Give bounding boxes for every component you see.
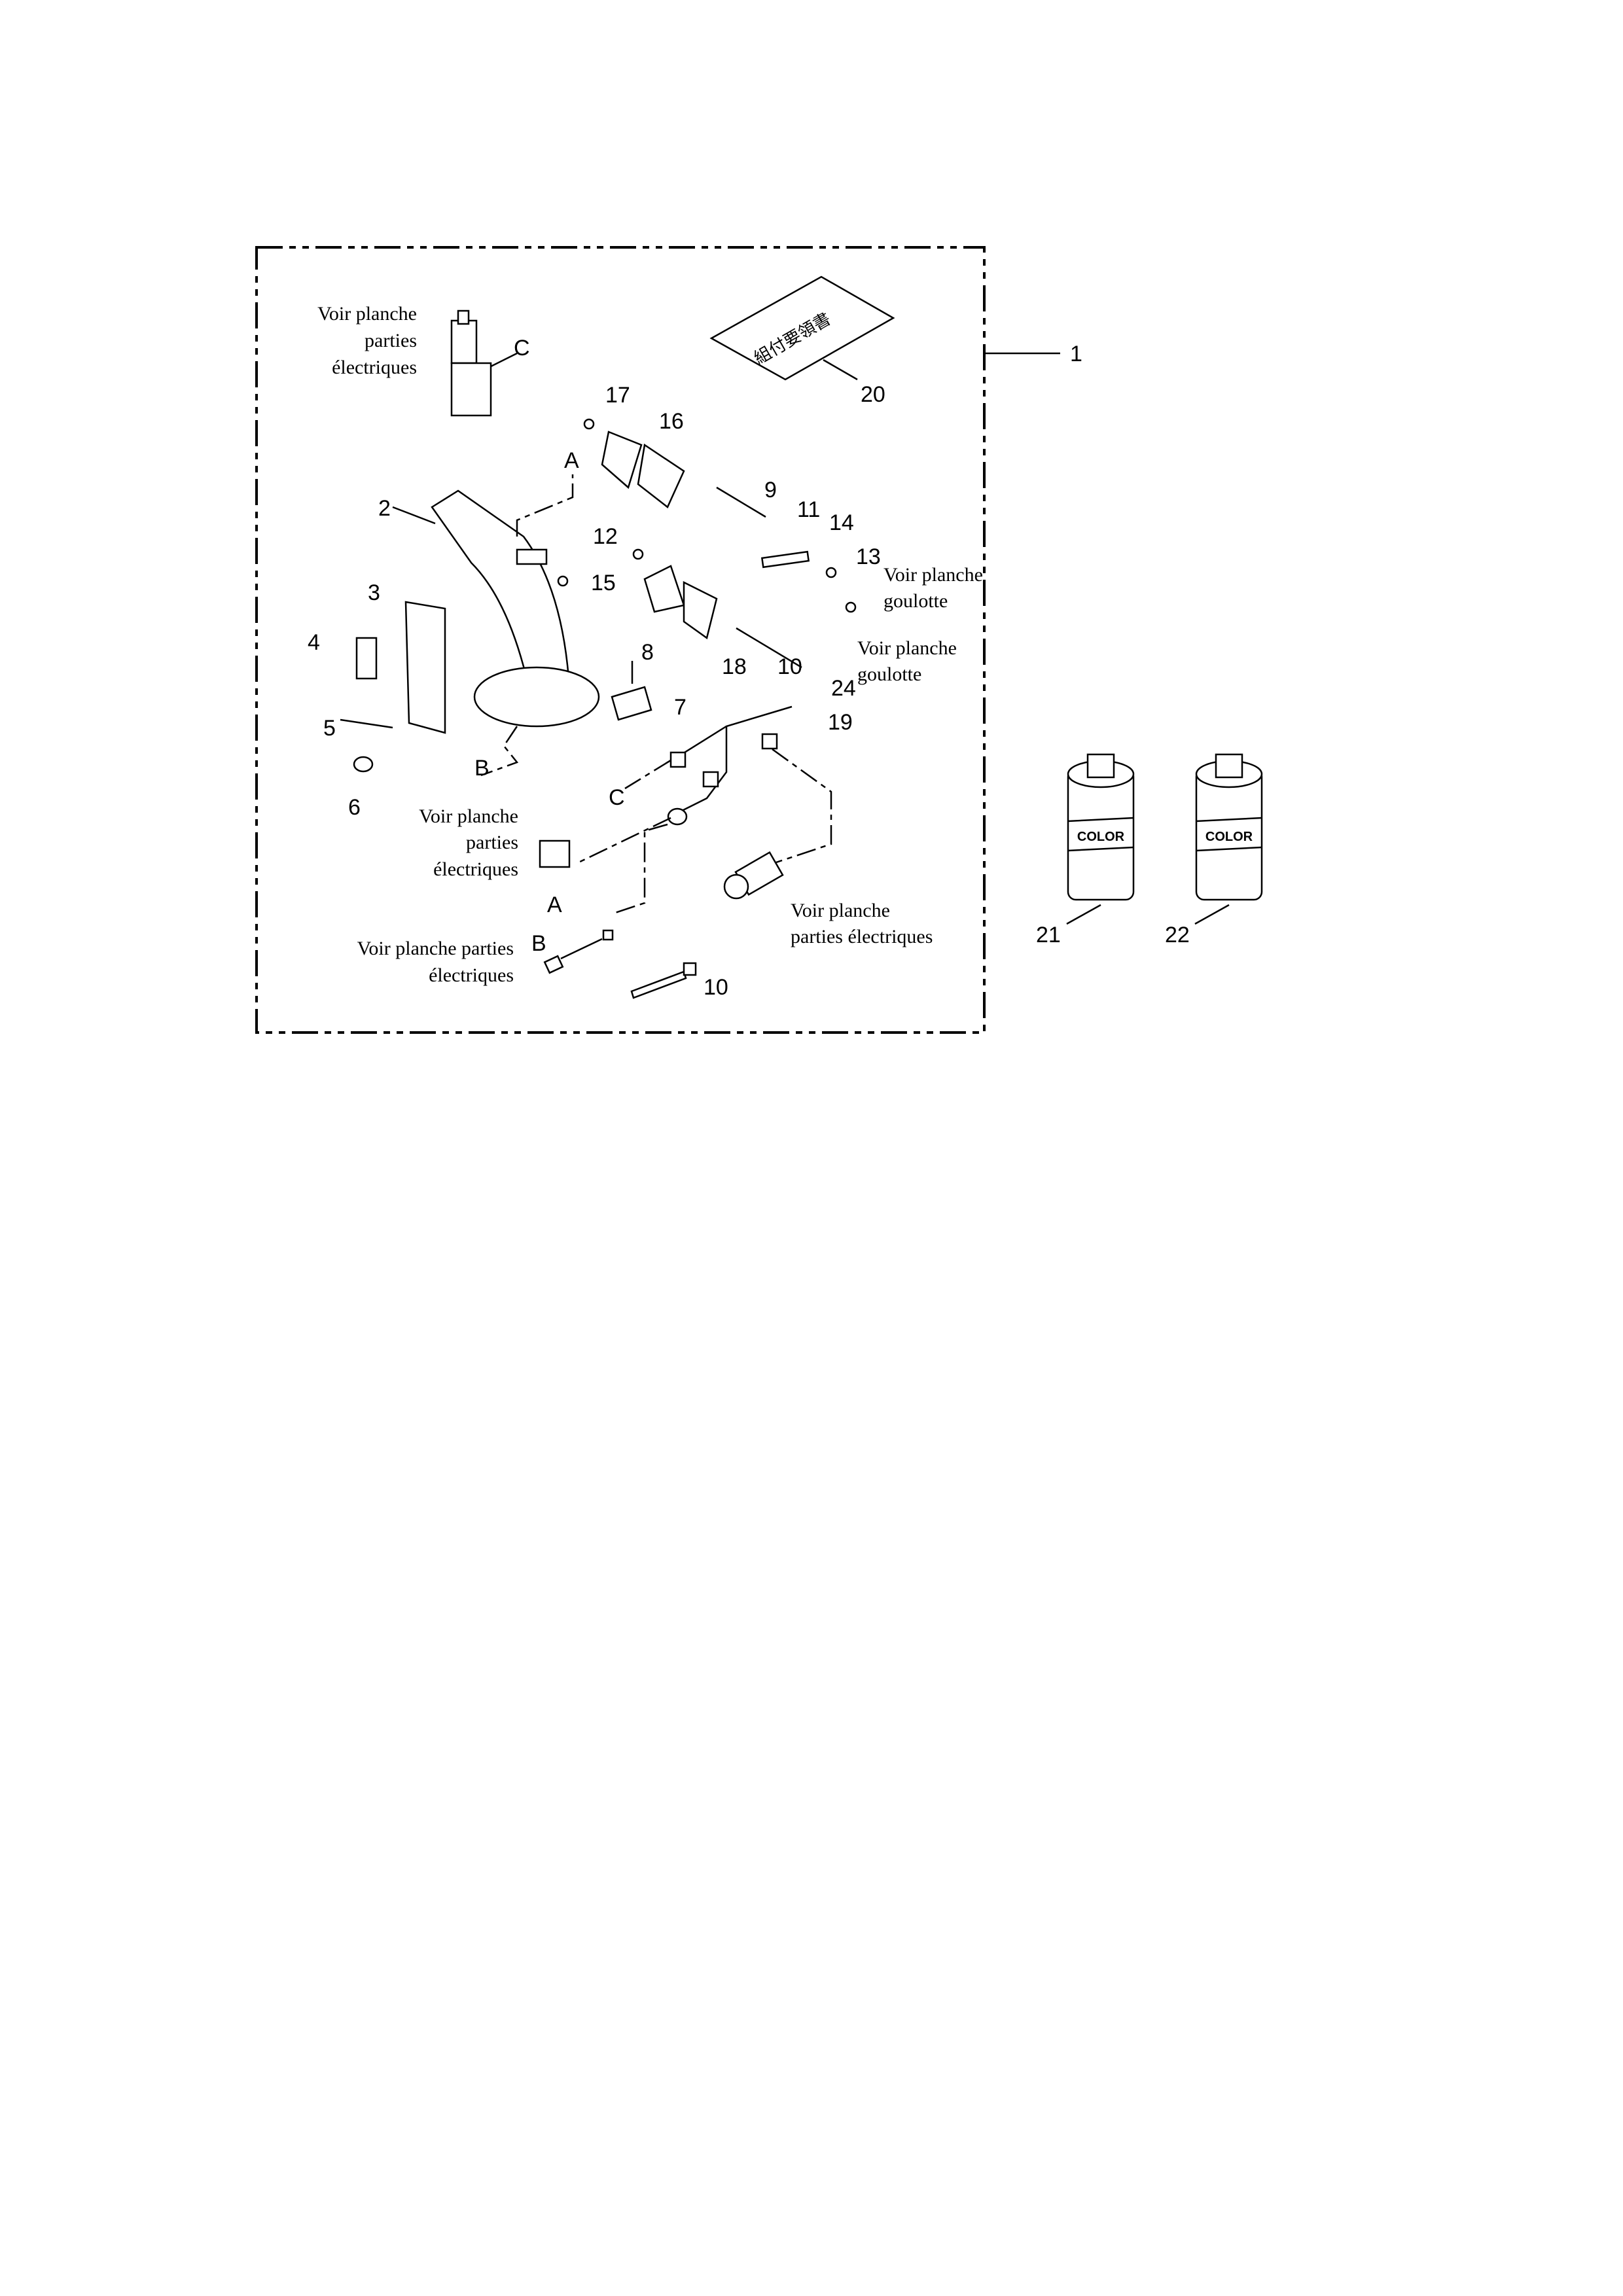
instruction-sheet: 組付要領書 xyxy=(709,275,895,381)
link-A-bottom xyxy=(575,817,671,865)
callout-10-bottom: 10 xyxy=(777,654,802,679)
callout-8: 8 xyxy=(641,640,654,665)
ref-electrical-bottom-right: Voir planche xyxy=(791,900,890,921)
callout-13: 13 xyxy=(856,544,881,569)
link-C xyxy=(624,759,671,790)
washer xyxy=(845,601,857,613)
callout-2: 2 xyxy=(378,496,391,521)
callout-17: 17 xyxy=(605,383,630,408)
ref-electrical-bottom-left-2: électriques xyxy=(429,964,514,986)
callout-22: 22 xyxy=(1165,923,1190,947)
connector-A-bottom: A xyxy=(547,892,562,917)
ref-electrical-bottom-left: Voir planche parties xyxy=(357,938,514,959)
can-21-label: COLOR xyxy=(1077,830,1125,844)
callout-21: 21 xyxy=(1036,923,1061,947)
callout-4: 4 xyxy=(308,630,320,655)
link-plate-14 xyxy=(760,550,810,569)
callout-24: 24 xyxy=(831,676,856,701)
cable-tie-19 xyxy=(630,962,697,999)
ref-electrical-top-left-2: parties xyxy=(365,330,417,351)
rod-10-bottom xyxy=(736,627,802,669)
ref-chute-2-2: goulotte xyxy=(857,663,921,685)
rod-10-top xyxy=(716,486,766,518)
paint-can-22 xyxy=(1194,753,1263,925)
link-A-top xyxy=(516,474,574,537)
wire-harness-18 xyxy=(667,705,793,826)
switch-part xyxy=(539,839,571,868)
ref-electrical-mid-left-2: parties xyxy=(466,832,518,853)
callout-5: 5 xyxy=(323,716,336,741)
callout-1: 1 xyxy=(1070,342,1082,366)
ref-chute-1-2: goulotte xyxy=(883,590,948,612)
deflector-9 xyxy=(643,565,718,640)
callout-16: 16 xyxy=(659,409,684,434)
nut-15 xyxy=(557,575,569,587)
can-22-label: COLOR xyxy=(1205,830,1253,844)
connector-B-top: B xyxy=(474,756,490,781)
bracket-7 xyxy=(611,686,652,721)
callout-18: 19 xyxy=(828,710,853,735)
deflector-16 xyxy=(583,418,685,508)
callout-19: 10 xyxy=(704,975,728,1000)
sensor-part xyxy=(543,929,614,974)
link-B-bottom xyxy=(615,823,668,914)
kit-boundary xyxy=(255,246,986,1034)
leader-2 xyxy=(392,506,436,525)
actuator-part xyxy=(450,309,518,417)
ref-electrical-mid-left-3: électriques xyxy=(433,858,518,880)
callout-9: 18 xyxy=(722,654,747,679)
callout-7: 7 xyxy=(674,695,687,720)
ref-chute-2: Voir planche xyxy=(857,637,957,659)
callout-6: 6 xyxy=(348,795,361,820)
washer-12 xyxy=(632,548,644,560)
connector-B-bottom: B xyxy=(531,931,546,956)
motor-part xyxy=(723,851,784,900)
link-motor xyxy=(772,748,832,865)
callout-11: 11 xyxy=(797,497,820,522)
callout-3: 3 xyxy=(368,580,380,605)
connector-A-top: A xyxy=(564,448,579,473)
ref-chute-1: Voir planche xyxy=(883,564,983,586)
ref-electrical-bottom-right-2: parties électriques xyxy=(791,926,933,947)
connector-C-bottom: C xyxy=(609,785,625,810)
paint-can-21 xyxy=(1066,753,1135,925)
ref-electrical-top-left: Voir planche xyxy=(317,303,417,325)
connector-C-top: C xyxy=(514,336,530,361)
callout-10-top: 9 xyxy=(764,478,777,503)
callout-20: 20 xyxy=(861,382,885,407)
side-panel xyxy=(340,601,446,773)
callout-12: 12 xyxy=(593,524,618,549)
washer-13 xyxy=(825,567,837,578)
ref-electrical-mid-left: Voir planche xyxy=(419,805,518,827)
callout-15: 15 xyxy=(591,571,616,595)
ref-electrical-top-left-3: électriques xyxy=(332,357,417,378)
link-B xyxy=(480,726,519,777)
chute-body xyxy=(431,489,600,728)
callout-14: 14 xyxy=(829,510,854,535)
